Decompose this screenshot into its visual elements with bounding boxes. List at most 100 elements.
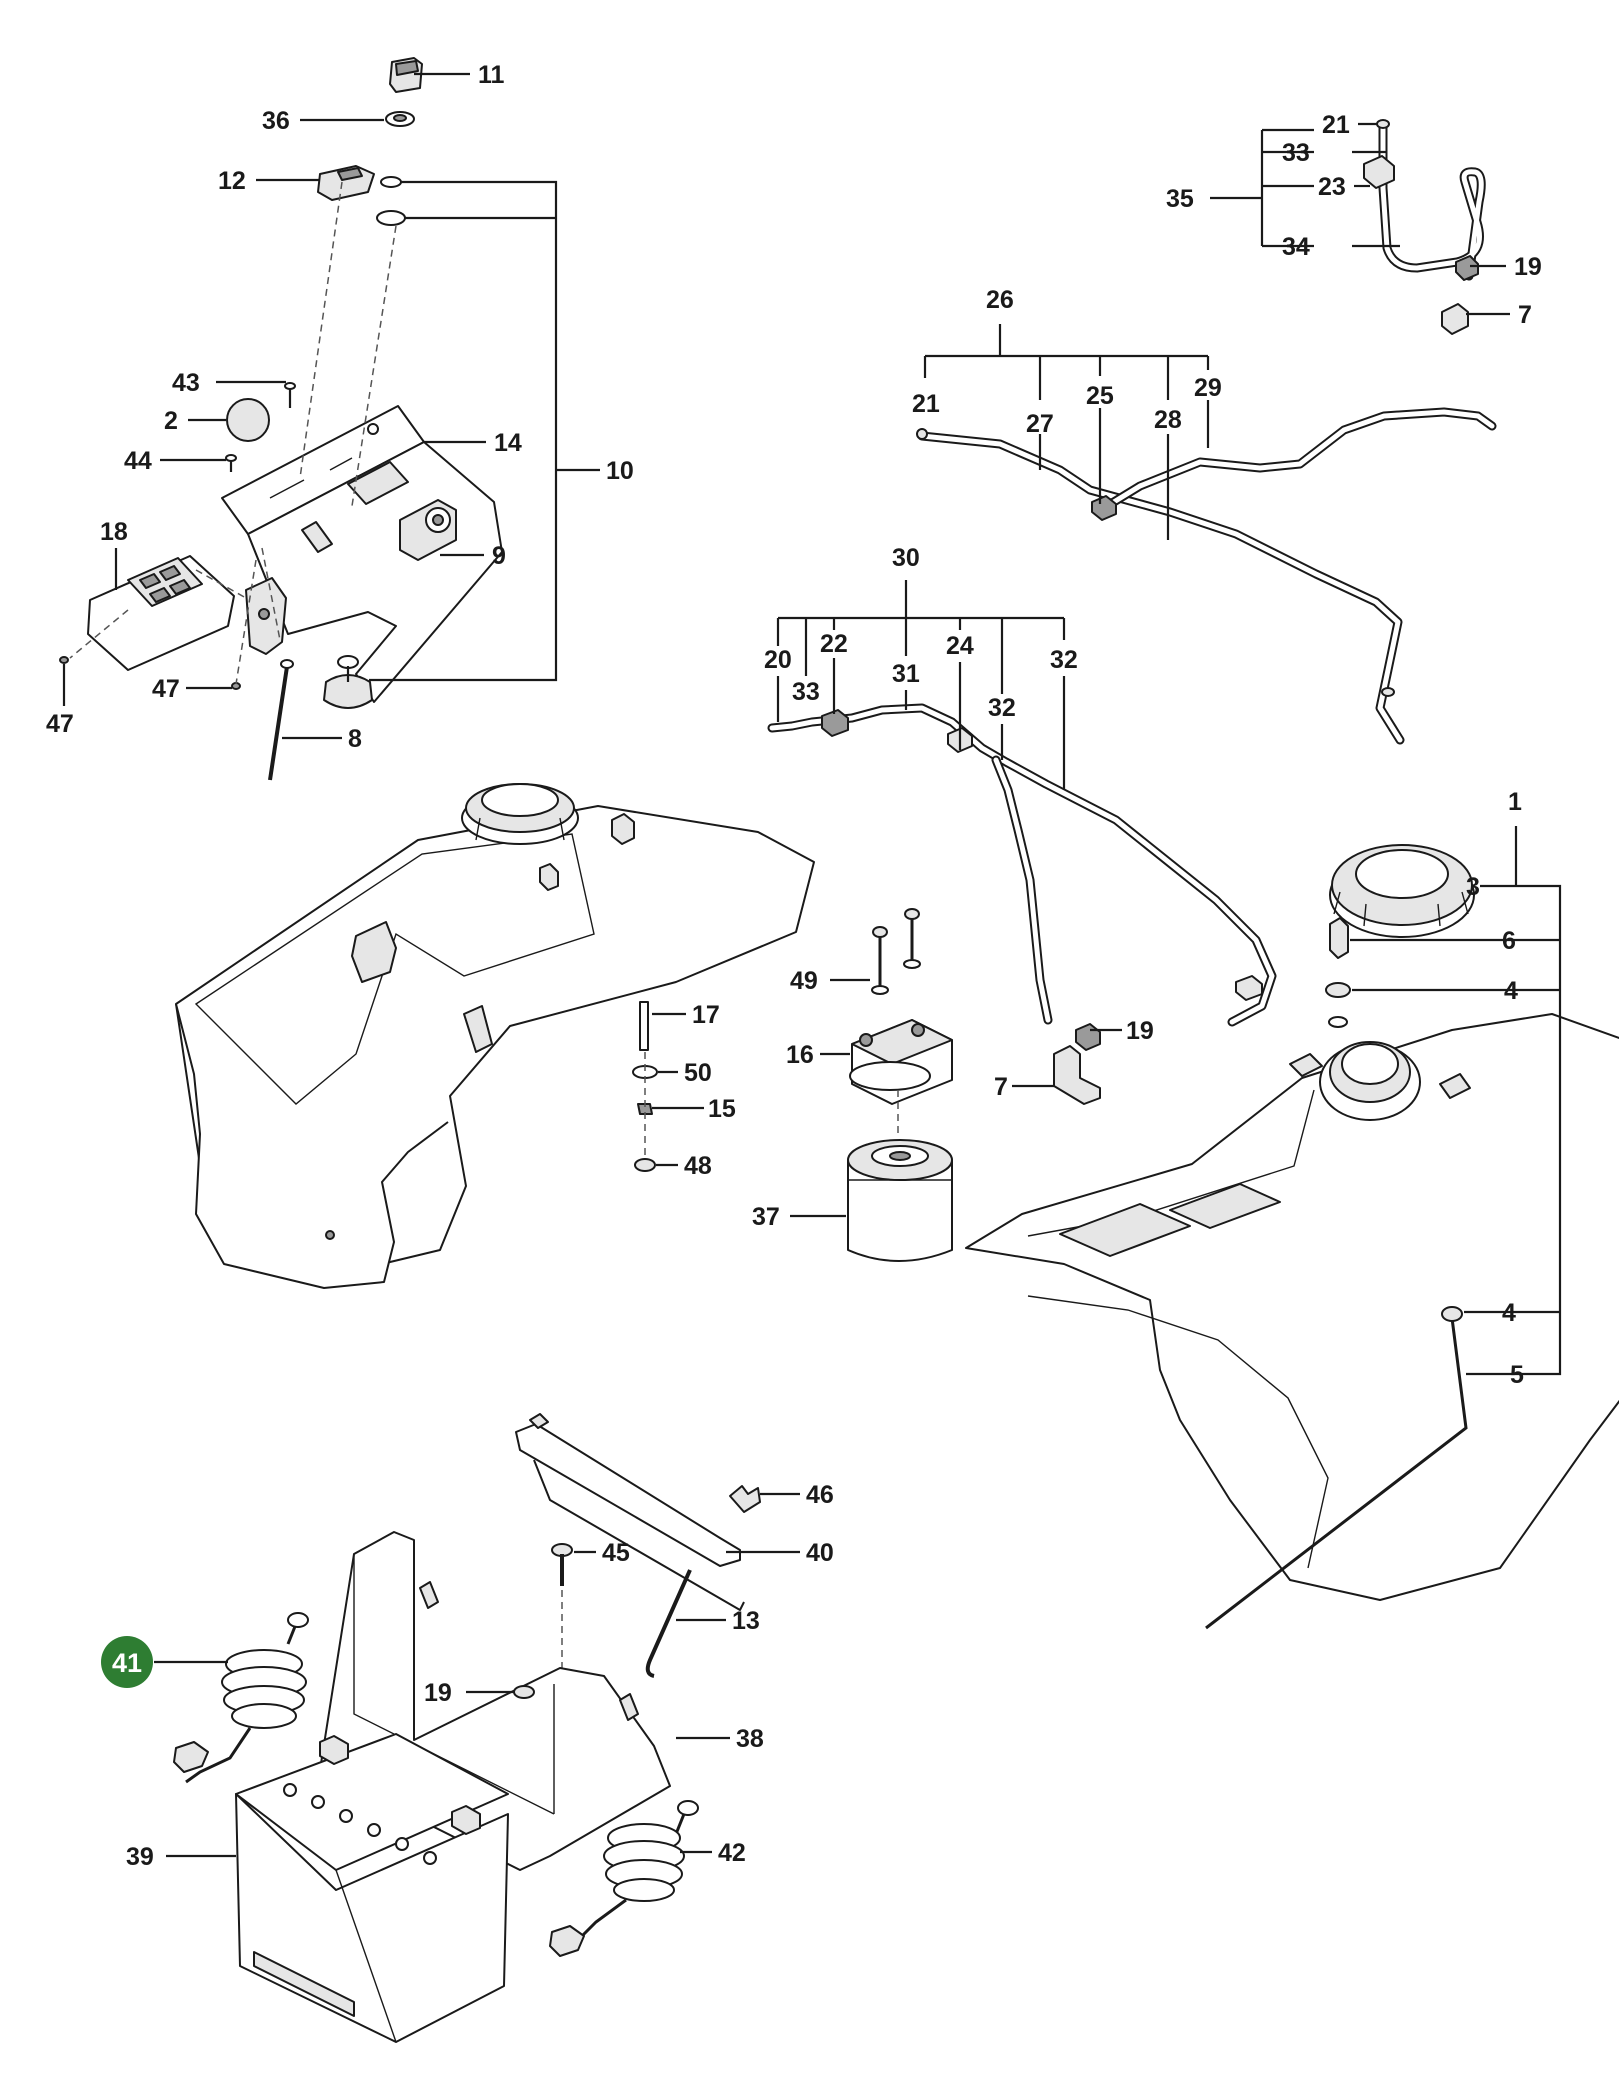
label-4-top[interactable]: 4	[1504, 977, 1518, 1005]
part-40-hold-down-bar[interactable]	[515, 1413, 745, 1611]
label-25[interactable]: 25	[1086, 382, 1114, 410]
highlight-callout-41[interactable]: 41	[101, 1636, 153, 1688]
part-18-cover[interactable]	[87, 555, 235, 671]
label-33-mid[interactable]: 33	[792, 678, 820, 706]
control-panel-assembly	[59, 57, 503, 781]
label-28[interactable]: 28	[1154, 406, 1182, 434]
label-21-mid[interactable]: 21	[912, 390, 940, 418]
label-33-top[interactable]: 33	[1282, 139, 1310, 167]
part-11-knob[interactable]	[389, 57, 423, 93]
label-15[interactable]: 15	[708, 1095, 736, 1123]
label-22[interactable]: 22	[820, 630, 848, 658]
label-21-top[interactable]: 21	[1322, 111, 1350, 139]
label-12[interactable]: 12	[218, 167, 246, 195]
label-7-top[interactable]: 7	[1518, 301, 1532, 329]
label-37[interactable]: 37	[752, 1203, 780, 1231]
fuel-filter-assembly	[847, 908, 953, 1262]
label-49[interactable]: 49	[790, 967, 818, 995]
part-19-nut-tray[interactable]	[513, 1685, 535, 1699]
label-30[interactable]: 30	[892, 544, 920, 572]
label-48[interactable]: 48	[684, 1152, 712, 1180]
label-11[interactable]: 11	[478, 61, 505, 89]
part-10-switch-body[interactable]	[323, 655, 373, 709]
part-13-j-bolt[interactable]	[645, 1569, 692, 1678]
label-4-bottom[interactable]: 4	[1502, 1299, 1516, 1327]
part-44-screw[interactable]	[225, 454, 237, 472]
label-32-left[interactable]: 32	[988, 694, 1016, 722]
label-8[interactable]: 8	[348, 725, 362, 753]
label-47-right[interactable]: 47	[152, 675, 180, 703]
label-1[interactable]: 1	[1508, 788, 1522, 816]
label-10[interactable]: 10	[606, 457, 634, 485]
fuel-line-set-26[interactable]	[916, 407, 1497, 745]
part-2-ball-knob[interactable]	[226, 398, 270, 442]
label-13[interactable]: 13	[732, 1607, 760, 1635]
part-8-throttle-rod[interactable]	[268, 659, 294, 781]
part-36-bushing[interactable]	[385, 111, 415, 127]
part-45-bolt[interactable]	[551, 1543, 573, 1586]
label-39[interactable]: 39	[126, 1843, 154, 1871]
label-38[interactable]: 38	[736, 1725, 764, 1753]
part-5-fuel-sender[interactable]	[1205, 1306, 1468, 1630]
part-7-elbow-mid[interactable]	[1053, 1045, 1101, 1105]
label-18[interactable]: 18	[100, 518, 128, 546]
label-45[interactable]: 45	[602, 1539, 630, 1567]
part-16-filter-head[interactable]	[849, 1019, 953, 1105]
part-9-ignition-switch[interactable]	[399, 499, 457, 561]
label-44[interactable]: 44	[124, 447, 152, 475]
label-42[interactable]: 42	[718, 1839, 746, 1867]
part-39-battery[interactable]	[235, 1733, 509, 2043]
part-19-clamp-mid[interactable]	[1075, 1023, 1101, 1051]
label-35[interactable]: 35	[1166, 185, 1194, 213]
part-17-stud[interactable]	[639, 1001, 649, 1051]
label-19-tray[interactable]: 19	[424, 1679, 452, 1707]
label-16[interactable]: 16	[786, 1041, 814, 1069]
label-32-right[interactable]: 32	[1050, 646, 1078, 674]
label-23[interactable]: 23	[1318, 173, 1346, 201]
part-4-grommet[interactable]	[1325, 982, 1351, 998]
part-12-switch[interactable]	[317, 165, 375, 201]
label-41[interactable]: 41	[112, 1648, 142, 1678]
part-48-nut[interactable]	[634, 1158, 656, 1172]
label-9[interactable]: 9	[492, 542, 506, 570]
part-46-wing-nut[interactable]	[729, 1485, 761, 1513]
label-27[interactable]: 27	[1026, 410, 1054, 438]
label-20[interactable]: 20	[764, 646, 792, 674]
label-2[interactable]: 2	[164, 407, 178, 435]
part-37-fuel-filter[interactable]	[847, 1139, 953, 1262]
part-42-battery-cable[interactable]	[549, 1800, 699, 1957]
part-6-vent-fitting[interactable]	[1329, 917, 1349, 959]
fuel-line-set-30[interactable]	[767, 703, 1277, 1027]
label-17[interactable]: 17	[692, 1001, 720, 1029]
label-19-top[interactable]: 19	[1514, 253, 1542, 281]
label-46[interactable]: 46	[806, 1481, 834, 1509]
label-6[interactable]: 6	[1502, 927, 1516, 955]
part-43-screw[interactable]	[284, 382, 296, 408]
label-7-mid[interactable]: 7	[994, 1073, 1008, 1101]
label-36[interactable]: 36	[262, 107, 290, 135]
part-47-nut[interactable]	[59, 656, 69, 664]
part-3-fuel-cap[interactable]	[1329, 844, 1475, 938]
label-3[interactable]: 3	[1466, 873, 1480, 901]
label-29[interactable]: 29	[1194, 374, 1222, 402]
throttle-bracket[interactable]	[245, 577, 287, 655]
part-10-o-ring[interactable]	[376, 210, 406, 226]
part-41-battery-cable[interactable]	[173, 1612, 309, 1784]
label-47-left[interactable]: 47	[46, 710, 74, 738]
callout-labels: 11 36 12 43 2 44 14 10 18 9 47 47 8 21 3…	[46, 61, 1542, 1871]
part-15-clip[interactable]	[637, 1103, 653, 1115]
label-14[interactable]: 14	[494, 429, 522, 457]
label-19-mid[interactable]: 19	[1126, 1017, 1154, 1045]
label-31[interactable]: 31	[892, 660, 920, 688]
label-34[interactable]: 34	[1282, 233, 1310, 261]
label-50[interactable]: 50	[684, 1059, 712, 1087]
part-10-washer[interactable]	[380, 176, 402, 188]
label-40[interactable]: 40	[806, 1539, 834, 1567]
label-24[interactable]: 24	[946, 632, 974, 660]
label-26[interactable]: 26	[986, 286, 1014, 314]
label-5[interactable]: 5	[1510, 1361, 1524, 1389]
hose-assembly-35[interactable]	[1363, 119, 1486, 335]
part-49-bolts[interactable]	[871, 908, 921, 995]
label-43[interactable]: 43	[172, 369, 200, 397]
